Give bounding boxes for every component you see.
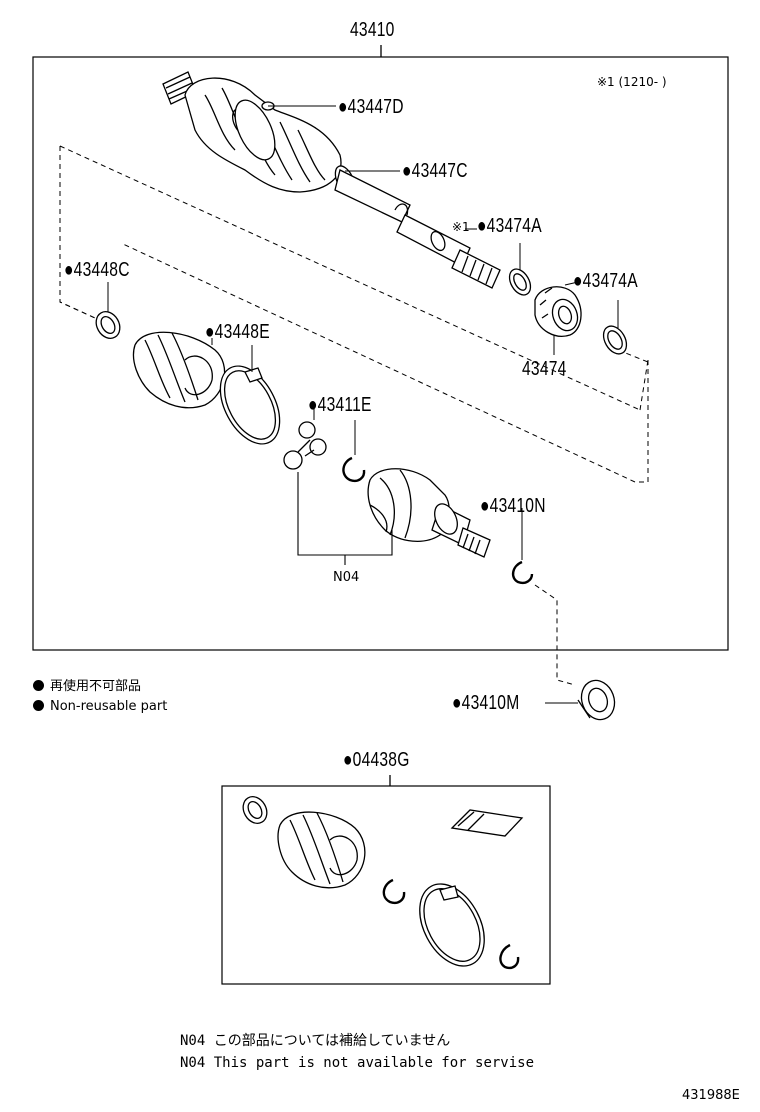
part-43447c-label: ●43447C (402, 160, 468, 182)
inner-joint-housing (367, 468, 491, 558)
part-43410m-label: ●43410M (452, 692, 520, 714)
axle-shaft-assembly (162, 71, 501, 289)
note-2-text: This part is not available for servise (213, 1055, 535, 1071)
note-line-1: N04 この部品については補給していません (180, 1034, 450, 1048)
legend-jp-text: 再使用不可部品 (50, 679, 142, 694)
kit-grease-packet (450, 809, 524, 837)
part-43474a-label-1: ●43474A (477, 215, 542, 237)
dashed-outline-path-2 (617, 349, 649, 411)
clamp-43474a-1 (508, 268, 532, 296)
snap-ring-43411e (342, 456, 366, 483)
clamp-43474a-2 (602, 325, 628, 355)
note-line-2: N04 This part is not available for servi… (180, 1056, 534, 1070)
note-2-code: N04 (180, 1055, 206, 1071)
bearing-43474 (534, 286, 582, 337)
kit-frame (221, 785, 551, 985)
part-43410-label: 43410 (350, 19, 395, 41)
n04-label: N04 (333, 570, 360, 585)
legend-jp: 再使用不可部品 (33, 680, 141, 693)
part-43410n-label: ●43410N (480, 495, 546, 517)
legend-dot-icon (33, 680, 44, 691)
part-04438g-label: ●04438G (343, 749, 410, 771)
band-43448e (219, 365, 281, 445)
dashed-outline-path (59, 145, 649, 483)
figure-id: 431988E (682, 1088, 740, 1103)
note-1-code: N04 (180, 1033, 206, 1049)
kit-ring-small (499, 943, 520, 970)
oil-seal-43410m (577, 679, 616, 721)
dashed-leader-43410m (534, 584, 576, 686)
part-43474-label: 43474 (522, 358, 567, 380)
legend-en-text: Non-reusable part (50, 699, 168, 714)
snap-ring-43410n (511, 560, 534, 585)
clamp-43448c (95, 311, 121, 339)
part-43447d-label: ●43447D (338, 96, 404, 118)
dashed-group-outline (59, 146, 96, 319)
note-1-text: この部品については補給していません (213, 1033, 451, 1049)
footnote-ref: ※1 (1210- ) (597, 75, 667, 89)
kit-snap-ring (382, 878, 406, 905)
inner-boot (132, 331, 226, 409)
tripod-joint (283, 421, 327, 470)
kit-band (419, 883, 485, 967)
legend-dot-icon (33, 700, 44, 711)
part-43474a-label-2: ●43474A (573, 270, 638, 292)
footnote-marker: ※1 (452, 220, 470, 234)
part-43448c-label: ●43448C (64, 259, 130, 281)
label-leaders (107, 105, 619, 704)
kit-clamp (242, 796, 268, 824)
part-43448e-label: ●43448E (205, 321, 270, 343)
legend-en: Non-reusable part (33, 700, 167, 713)
kit-boot (277, 811, 366, 889)
part-43411e-label: ●43411E (308, 394, 372, 416)
